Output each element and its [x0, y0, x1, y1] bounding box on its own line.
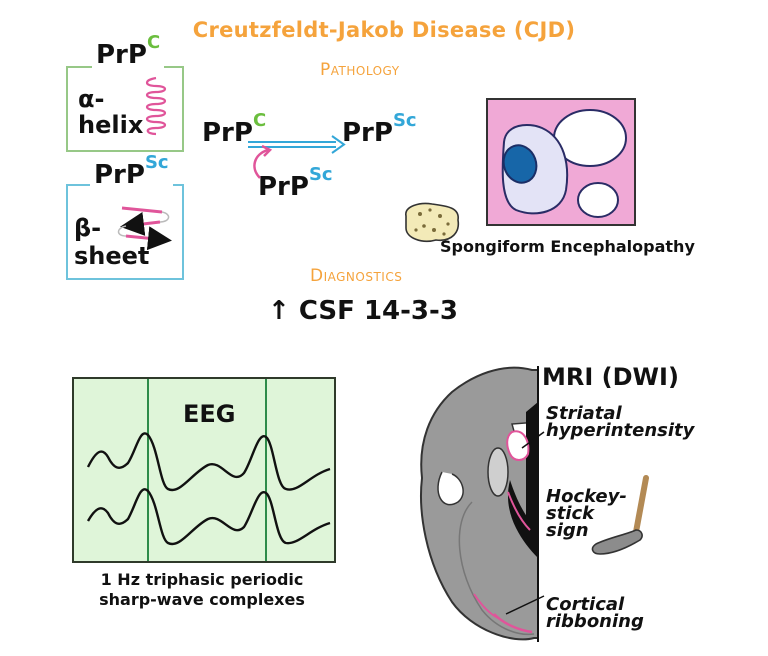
- sponge-icon: [405, 202, 460, 243]
- mri-label: MRI (DWI): [542, 363, 679, 391]
- striatal-hyperintensity-label: Striatal hyperintensity: [546, 403, 695, 441]
- eeg-label: EEG: [183, 400, 236, 428]
- alpha-helix-icon: [145, 76, 167, 136]
- cortical-ribboning-label: Cortical ribboning: [546, 594, 644, 632]
- eeg-caption: 1 Hz triphasic periodic sharp-wave compl…: [99, 570, 305, 609]
- prpc-conversion-source: PrPC: [202, 110, 267, 148]
- diagnostics-heading: Diagnostics: [310, 266, 403, 286]
- eeg-waveform: [86, 379, 331, 561]
- beta-sheet-label: β- sheet: [74, 214, 150, 270]
- pathology-heading: Pathology: [320, 60, 400, 80]
- spongiform-caption: Spongiform Encephalopathy: [440, 237, 695, 256]
- spongiform-tissue-icon: [486, 98, 636, 226]
- prpc-box-label: PrPC: [92, 32, 165, 70]
- diagram-title: Creutzfeldt-Jakob Disease (CJD): [192, 18, 576, 42]
- prpsc-box-label: PrPSc: [90, 152, 173, 190]
- csf-marker: ↑ CSF 14-3-3: [268, 296, 458, 326]
- alpha-helix-label: α- helix: [78, 85, 144, 139]
- hockey-stick-icon: [591, 475, 649, 555]
- hockey-stick-sign-label: Hockey- stick sign: [546, 486, 627, 541]
- conversion-arrow-icon: [248, 135, 346, 179]
- prpsc-conversion-product: PrPSc: [342, 110, 417, 148]
- beta-sheet-icon: [117, 206, 172, 250]
- eeg-panel: [72, 377, 336, 563]
- annotation-pointers: [505, 431, 545, 615]
- prpsc-template: PrPSc: [258, 164, 333, 202]
- mri-brain-icon: [420, 366, 539, 642]
